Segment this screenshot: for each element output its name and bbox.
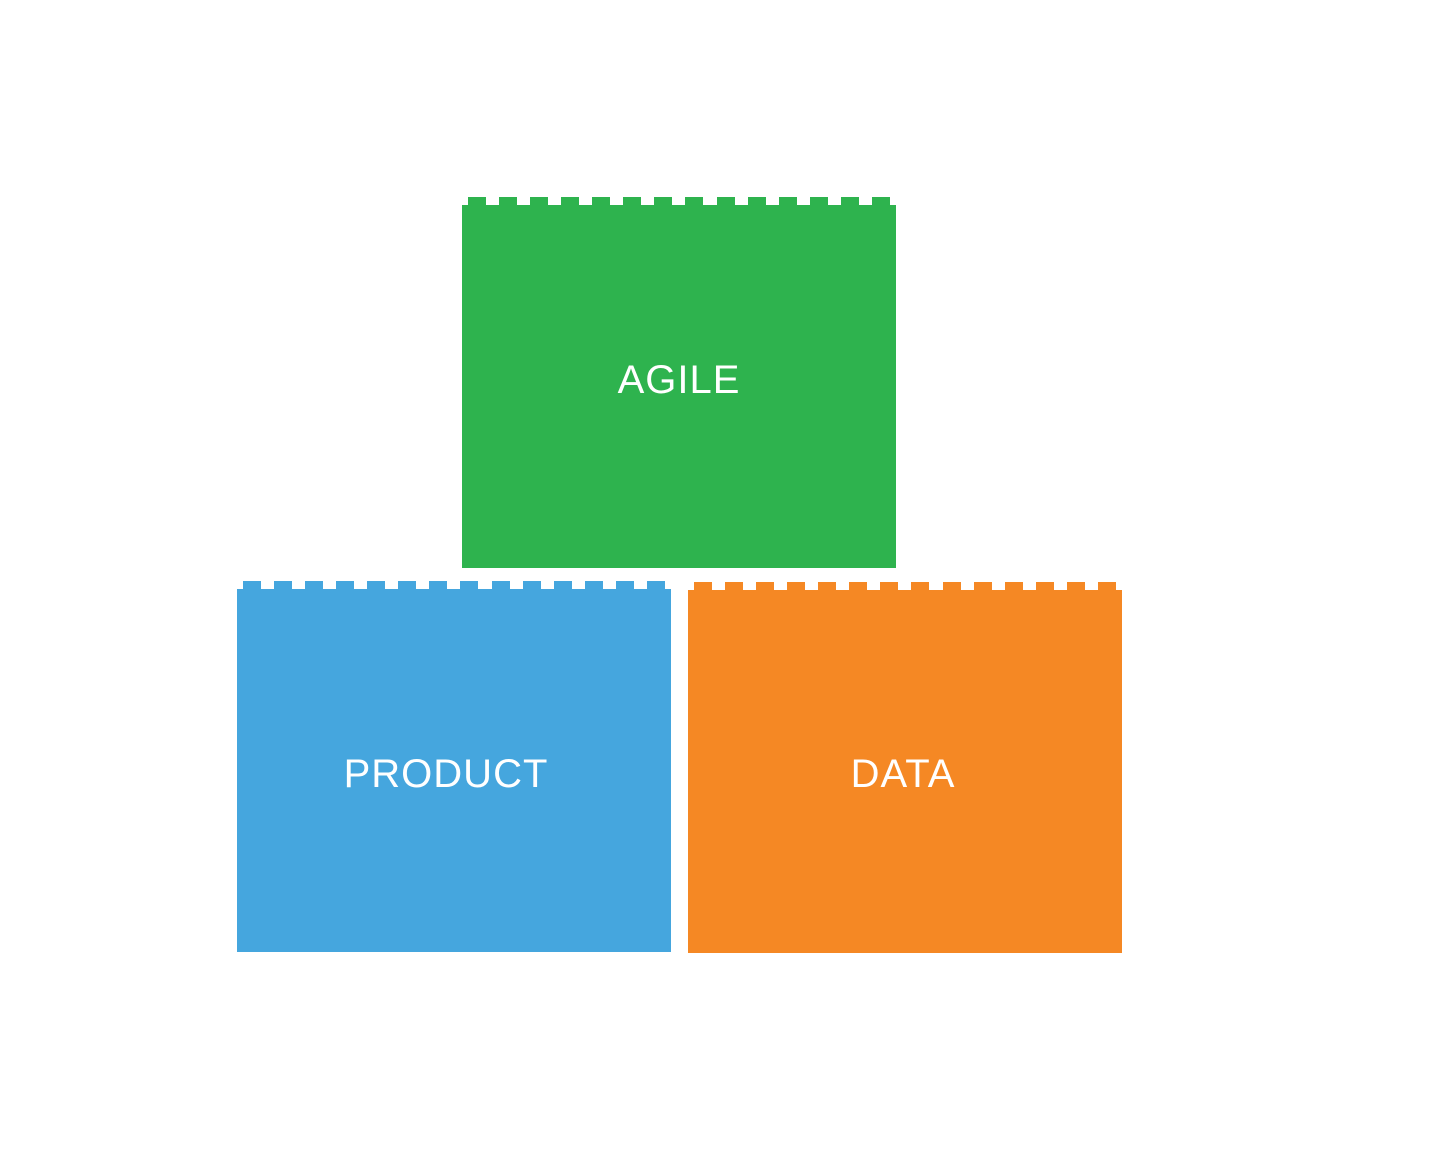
agile-block-label: AGILE [617,358,741,402]
agile-block: AGILE [462,197,896,568]
data-block-stud [694,582,712,590]
agile-block-stud [778,197,797,205]
data-block-stud [942,582,961,590]
product-block: PRODUCT [237,581,671,952]
product-block-stud [460,581,479,589]
agile-block-stud [468,197,486,205]
data-block-stud [1035,582,1054,590]
product-block-stud [243,581,261,589]
data-block-label: DATA [850,752,956,796]
product-block-stud [367,581,386,589]
product-block-stud [336,581,355,589]
product-block-stud [615,581,634,589]
product-block-stud [584,581,603,589]
data-block-stud [849,582,868,590]
agile-block-stud [623,197,642,205]
agile-block-studs [468,197,890,205]
data-block-body [688,590,1122,953]
product-block-stud [646,581,665,589]
product-block-stud [305,581,324,589]
agile-block-stud [685,197,704,205]
agile-block-stud [561,197,580,205]
data-block-stud [756,582,775,590]
data-block-stud [911,582,930,590]
data-block: DATA [688,582,1122,953]
product-block-stud [522,581,541,589]
agile-block-stud [871,197,890,205]
agile-block-stud [716,197,735,205]
agile-block-stud [809,197,828,205]
product-block-body [237,589,671,952]
product-block-stud [274,581,293,589]
agile-block-stud [592,197,611,205]
product-block-stud [398,581,417,589]
agile-block-stud [654,197,673,205]
data-block-stud [880,582,899,590]
agile-block-stud [499,197,518,205]
data-block-stud [787,582,806,590]
agile-block-stud [530,197,549,205]
agile-block-stud [840,197,859,205]
product-block-label: PRODUCT [343,752,549,796]
agile-block-body [462,205,896,568]
product-block-stud [491,581,510,589]
data-block-stud [1066,582,1085,590]
data-block-stud [725,582,744,590]
data-block-stud [1097,582,1116,590]
data-block-studs [694,582,1116,590]
data-block-stud [818,582,837,590]
product-block-stud [553,581,572,589]
product-block-stud [429,581,448,589]
product-block-studs [243,581,665,589]
agile-block-stud [747,197,766,205]
data-block-stud [973,582,992,590]
data-block-stud [1004,582,1023,590]
